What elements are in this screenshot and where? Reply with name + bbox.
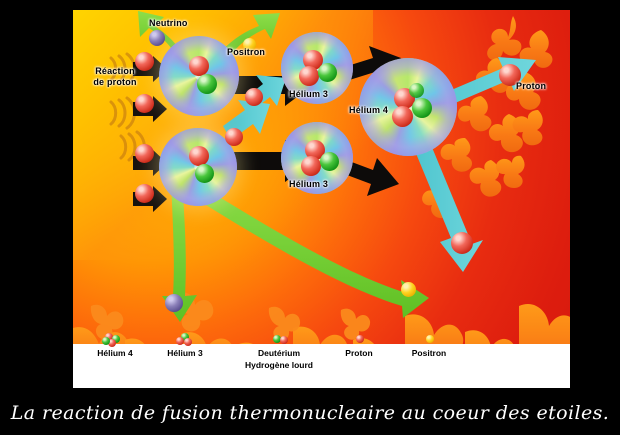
captured-proton-1 [245,88,263,106]
free-proton-bottom-2 [135,184,154,203]
green-arrow-neutrino-down [162,180,197,322]
label-helium4: Hélium 4 [349,105,389,115]
escaping-neutrino [165,294,183,312]
legend-label: Proton [345,348,373,358]
legend: Hélium 4 Hélium 3 Deutérium Hydrogène lo… [73,326,570,388]
legend-label: Hélium 3 [167,348,203,358]
emitted-proton-lower [451,232,473,254]
legend-item-helium3: Hélium 3 [145,332,225,358]
label-proton-reaction-line1: Réaction [95,66,135,76]
legend-label: Deutérium [257,348,301,358]
legend-sublabel: Hydrogène lourd [244,360,313,370]
free-proton-top-2 [135,94,154,113]
label-proton-reaction-line2: de proton [93,77,137,87]
legend-label: Hélium 4 [97,348,133,358]
helium3-sphere-top [281,32,353,104]
helium4-icon [75,332,155,347]
green-arrow-positron-top [219,13,280,55]
neutron-particle [318,63,337,82]
neutron-particle [409,83,424,98]
label-proton-out: Proton [516,81,547,91]
legend-item-positron: Positron [391,332,467,358]
neutron-particle [320,152,339,171]
neutrino-particle-top [149,30,165,46]
legend-item-proton: Proton [323,332,395,358]
green-arrow-positron-down [175,176,429,318]
proton-particle [301,156,321,176]
legend-label: Positron [411,348,447,358]
legend-item-deuterium: Deutérium Hydrogène lourd [225,332,333,370]
helium3-icon [145,332,225,346]
label-proton-reaction: Réaction de proton [79,66,151,88]
label-helium3-top: Hélium 3 [289,89,329,99]
escaping-positron [401,282,416,297]
proton-particle [189,56,209,76]
deuterium-icon [225,332,333,346]
neutron-particle [195,164,214,183]
fusion-diagram-image: Réaction de proton Neutrino Positron Hél… [73,10,570,388]
captured-proton-2 [225,128,243,146]
proton-icon [323,332,395,346]
positron-icon [391,332,467,346]
neutron-particle [412,98,432,118]
neutron-particle [197,74,217,94]
label-positron: Positron [227,47,266,57]
helium3-sphere-bottom [281,122,353,194]
caption: La reaction de fusion thermonucleaire au… [10,402,610,424]
proton-particle [299,66,319,86]
label-helium3-bottom: Hélium 3 [289,179,329,189]
black-arrow-he3-bottom-to-he4 [339,158,399,196]
proton-particle [392,106,413,127]
proton-reaction-sphere-top [159,36,239,116]
legend-item-helium4: Hélium 4 [75,332,155,358]
proton-reaction-sphere-bottom [159,128,237,206]
free-proton-bottom-1 [135,144,154,163]
proton-particle [189,146,209,166]
helium4-sphere [359,58,457,156]
label-neutrino: Neutrino [149,18,188,28]
